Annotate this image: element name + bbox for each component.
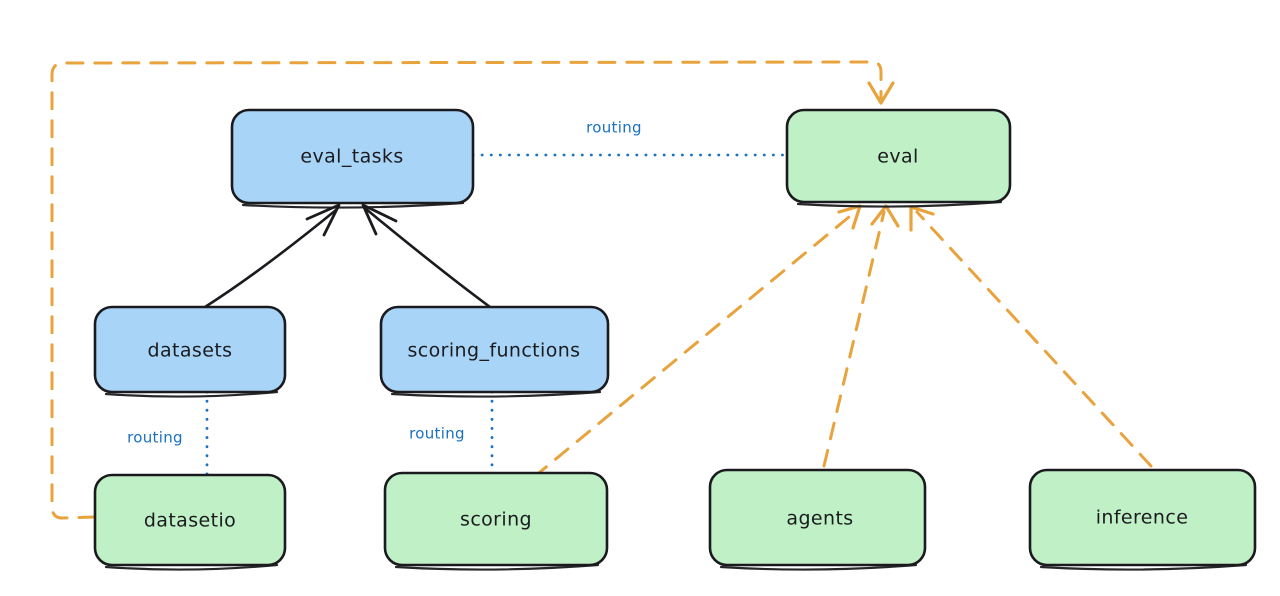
node-agents[interactable]: agents (708, 468, 927, 571)
node-label-eval: eval (877, 146, 918, 168)
node-label-inference: inference (1096, 507, 1189, 529)
node-scoring[interactable]: scoring (383, 471, 609, 571)
node-scoring-functions[interactable]: scoring_functions (379, 305, 610, 398)
edge-label-routing-scoring-functions: routing (409, 425, 465, 443)
node-inference[interactable]: inference (1028, 468, 1257, 571)
node-label-scoring: scoring (460, 509, 532, 531)
node-datasets[interactable]: datasets (93, 305, 287, 398)
node-label-datasets: datasets (148, 340, 233, 362)
node-label-datasetio: datasetio (144, 510, 236, 532)
node-label-scoring-functions: scoring_functions (408, 340, 581, 362)
edge-label-routing-datasets: routing (127, 429, 183, 447)
node-eval[interactable]: eval (785, 108, 1012, 208)
node-label-eval-tasks: eval_tasks (300, 146, 403, 168)
edge-datasetio-eval (50, 60, 895, 520)
node-datasetio[interactable]: datasetio (93, 473, 287, 571)
node-eval-tasks[interactable]: eval_tasks (230, 108, 475, 209)
edge-datasets-eval-tasks (203, 203, 341, 309)
edge-scoring-functions-eval-tasks (361, 203, 492, 309)
node-label-agents: agents (786, 508, 853, 530)
edge-label-routing-eval-tasks: routing (586, 119, 642, 137)
